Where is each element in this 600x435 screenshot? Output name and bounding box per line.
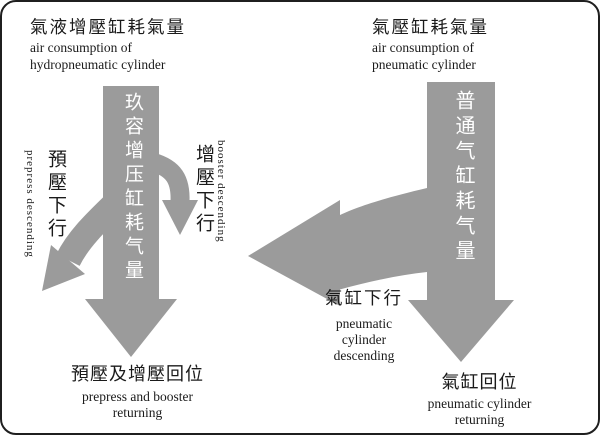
prepress-descending-en: prepress descending [24,150,36,258]
right-arrow-label: 普通气缸耗气量 [452,90,474,265]
left-arrow-label: 玖容增压缸耗气量 [122,92,143,284]
pneumatic-descending-block: 氣缸下行 pneumatic cylinder descending [302,285,426,364]
booster-descending-zh: 增壓下行 [193,144,214,236]
right-title-en-line2: pneumatic cylinder [372,57,476,72]
right-title-block: 氣壓缸耗氣量 air consumption of pneumatic cyli… [372,14,489,73]
left-title-block: 氣液增壓缸耗氣量 air consumption of hydropneumat… [30,14,186,73]
pneumatic-returning-en-line2: returning [454,412,505,427]
pneumatic-down-arrow-icon [408,82,514,362]
prepress-returning-en-line1: prepress and booster [82,389,193,404]
prepress-returning-en-line2: returning [112,405,163,420]
prepress-returning-block: 預壓及增壓回位 prepress and booster returning [40,360,235,421]
right-title-zh: 氣壓缸耗氣量 [372,17,489,37]
right-title-en-line1: air consumption of [372,40,474,55]
prepress-descending-zh: 預壓下行 [45,149,66,241]
pneumatic-returning-block: 氣缸回位 pneumatic cylinder returning [392,368,567,428]
booster-branch-arrow-icon [149,152,198,235]
pneumatic-descending-branch-arrow-icon [248,188,427,306]
pneumatic-descending-en-line2: cylinder [341,332,387,347]
prepress-branch-arrow-icon [42,192,126,291]
left-title-en-line2: hydropneumatic cylinder [30,57,166,72]
pneumatic-descending-en-line3: descending [333,348,395,363]
prepress-returning-zh: 預壓及增壓回位 [71,364,204,384]
booster-descending-en: booster descending [215,140,227,243]
hydropneumatic-down-arrow-icon [85,86,177,357]
left-title-zh: 氣液增壓缸耗氣量 [30,17,186,37]
pneumatic-returning-zh: 氣缸回位 [441,372,518,392]
pneumatic-returning-en-line1: pneumatic cylinder [427,396,532,411]
pneumatic-descending-zh: 氣缸下行 [325,288,403,308]
pneumatic-descending-en-line1: pneumatic [335,316,393,331]
left-title-en-line1: air consumption of [30,40,132,55]
